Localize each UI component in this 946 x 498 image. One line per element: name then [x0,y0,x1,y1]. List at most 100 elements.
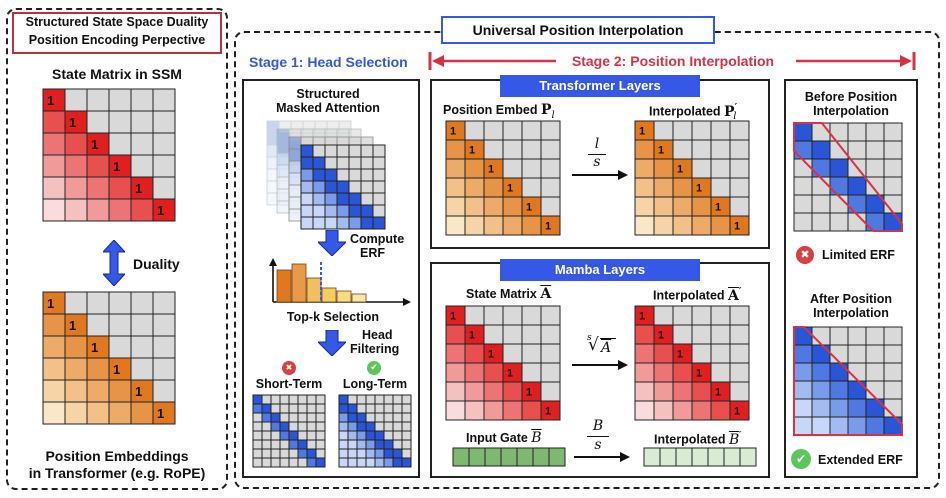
grid-cell [324,192,338,206]
grid-cell [811,344,831,364]
grid-cell [86,291,110,315]
grid-cell [152,291,176,315]
gate-cell [707,447,725,467]
transformer-interp-arrow-icon [572,170,628,180]
grid-cell [793,158,813,178]
grid-cell [729,177,750,198]
grid-cell [634,324,655,345]
interpolated-gate-bar [643,447,757,472]
grid-cell [383,439,394,450]
grid-cell [374,421,385,432]
position-embed-text: Position Embed [443,103,538,117]
grid-cell [445,400,466,421]
grid-cell [729,215,750,236]
grid-cell [338,448,349,459]
grid-cell [829,158,849,178]
grid-cell [502,381,523,402]
grid-cell [829,344,849,364]
grid-cell [306,394,317,405]
grid-cell [811,122,831,142]
grid-cell [300,192,314,206]
grid-cell [324,156,338,170]
grid-cell [710,139,731,160]
grid-cell [401,403,412,414]
duality-arrow-icon [103,240,125,286]
interp-p-sup: ′ [734,102,738,113]
grid-cell [392,457,403,468]
diagonal-one-label: 1 [507,368,513,380]
grid-cell [347,421,358,432]
grid-cell [261,430,272,441]
grid-cell [374,394,385,405]
grid-cell [315,430,326,441]
grid-cell [464,120,485,141]
grid-cell [300,180,314,194]
grid-cell [130,88,154,112]
grid-cell [336,156,350,170]
grid-cell [729,305,750,326]
grid-cell [710,400,731,421]
grid-cell [540,362,561,383]
grid-cell [297,457,308,468]
grid-cell [108,110,132,134]
grid-cell [811,176,831,196]
grid-cell [108,132,132,156]
grid-cell [710,305,731,326]
grid-cell [324,204,338,218]
diagonal-one-label: 1 [488,349,494,361]
grid-cell [653,362,674,383]
grid-cell [372,168,386,182]
grid-cell [288,430,299,441]
grid-cell [672,120,693,141]
grid-cell [401,439,412,450]
grid-cell [383,457,394,468]
extended-erf-label: Extended ERF [818,453,903,467]
diagonal-one-label: 1 [113,159,120,174]
gate-cell [548,447,566,467]
grid-cell [279,421,290,432]
grid-cell [288,403,299,414]
grid-cell [865,158,885,178]
grid-cell [300,216,314,230]
diagonal-one-label: 1 [157,203,164,218]
grid-cell [360,192,374,206]
frac-b-denominator: s [594,437,602,453]
grid-cell [691,196,712,217]
grid-cell [315,439,326,450]
histogram-bar-3 [306,277,322,303]
grid-cell [252,457,263,468]
gate-cell [643,447,661,467]
grid-cell [464,177,485,198]
grid-cell [445,381,466,402]
grid-cell [653,343,674,364]
grid-cell [483,196,504,217]
grid-cell [672,177,693,198]
grid-cell [356,439,367,450]
grid-cell [338,412,349,423]
grid-cell [306,421,317,432]
grid-cell [847,344,867,364]
grid-cell [252,421,263,432]
after-interp-line2: Interpolation [813,306,889,320]
grid-cell [383,403,394,414]
stage1-title: Stage 1: Head Selection [249,54,408,70]
grid-cell [691,158,712,179]
grid-cell [306,412,317,423]
grid-cell [445,343,466,364]
erf-histogram [269,258,411,306]
grid-cell [829,212,849,232]
grid-cell [372,144,386,158]
interpolated-b-label: Interpolated B′ [654,430,742,448]
long-term-head-grid [338,394,412,473]
grid-cell [288,412,299,423]
limited-erf-cross-icon: ✖ [796,246,814,264]
grid-cell [356,430,367,441]
header-title: Universal Position Interpolation [472,22,684,38]
erf-band-outline [793,122,903,232]
grid-cell [883,176,903,196]
input-gate-bar [452,447,566,472]
grid-cell [710,177,731,198]
gate-cell [659,447,677,467]
grid-cell [261,412,272,423]
diagonal-one-label: 1 [91,340,98,355]
